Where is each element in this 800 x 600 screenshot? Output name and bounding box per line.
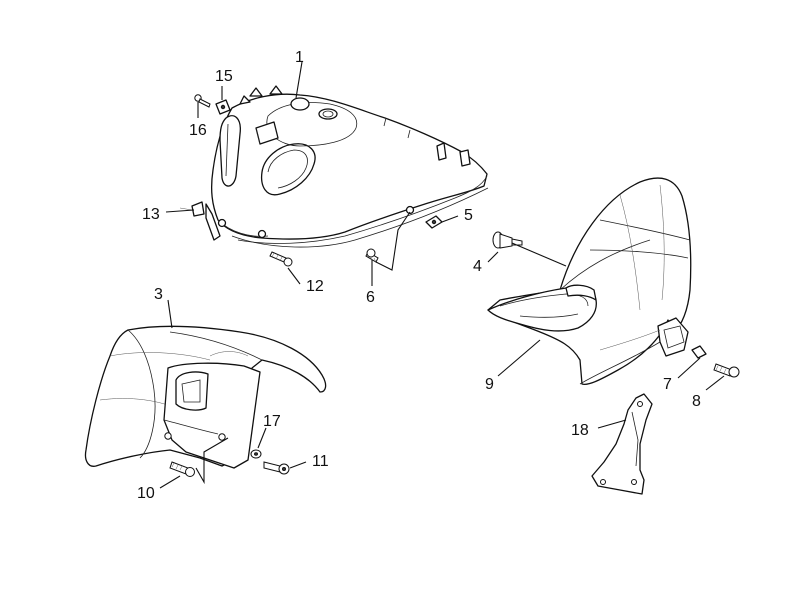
screw-12	[269, 251, 293, 267]
callout-15: 15	[215, 68, 233, 85]
screw-8	[713, 363, 740, 378]
callout-4: 4	[473, 258, 482, 275]
callout-11: 11	[312, 453, 329, 470]
callout-7: 7	[663, 376, 672, 393]
callout-6: 6	[366, 289, 375, 306]
callout-3: 3	[154, 286, 163, 303]
inner-shield-panel	[179, 85, 489, 248]
callout-1: 1	[295, 49, 304, 66]
clip-15	[215, 99, 231, 115]
callout-17: 17	[263, 413, 281, 430]
callout-13: 13	[142, 206, 160, 223]
callout-8: 8	[692, 393, 701, 410]
nut-5	[425, 215, 443, 229]
rear-hugger	[487, 177, 692, 386]
screw-11	[263, 461, 290, 475]
callout-5: 5	[464, 207, 473, 224]
callout-18: 18	[571, 422, 589, 439]
callout-labels: 1 3 4 5 6 7 8 9 10 11 12 13 15 16 17 18	[137, 49, 701, 502]
bolt-16	[194, 94, 211, 108]
callout-10: 10	[137, 485, 155, 502]
leader-lines	[159, 61, 725, 489]
screw-10	[169, 461, 195, 477]
front-fender	[84, 325, 327, 469]
callout-12: 12	[306, 278, 324, 295]
callout-16: 16	[189, 122, 207, 139]
washer-17	[250, 449, 262, 459]
nut-7	[691, 345, 707, 359]
bracket-18	[591, 393, 653, 495]
callout-9: 9	[485, 376, 494, 393]
